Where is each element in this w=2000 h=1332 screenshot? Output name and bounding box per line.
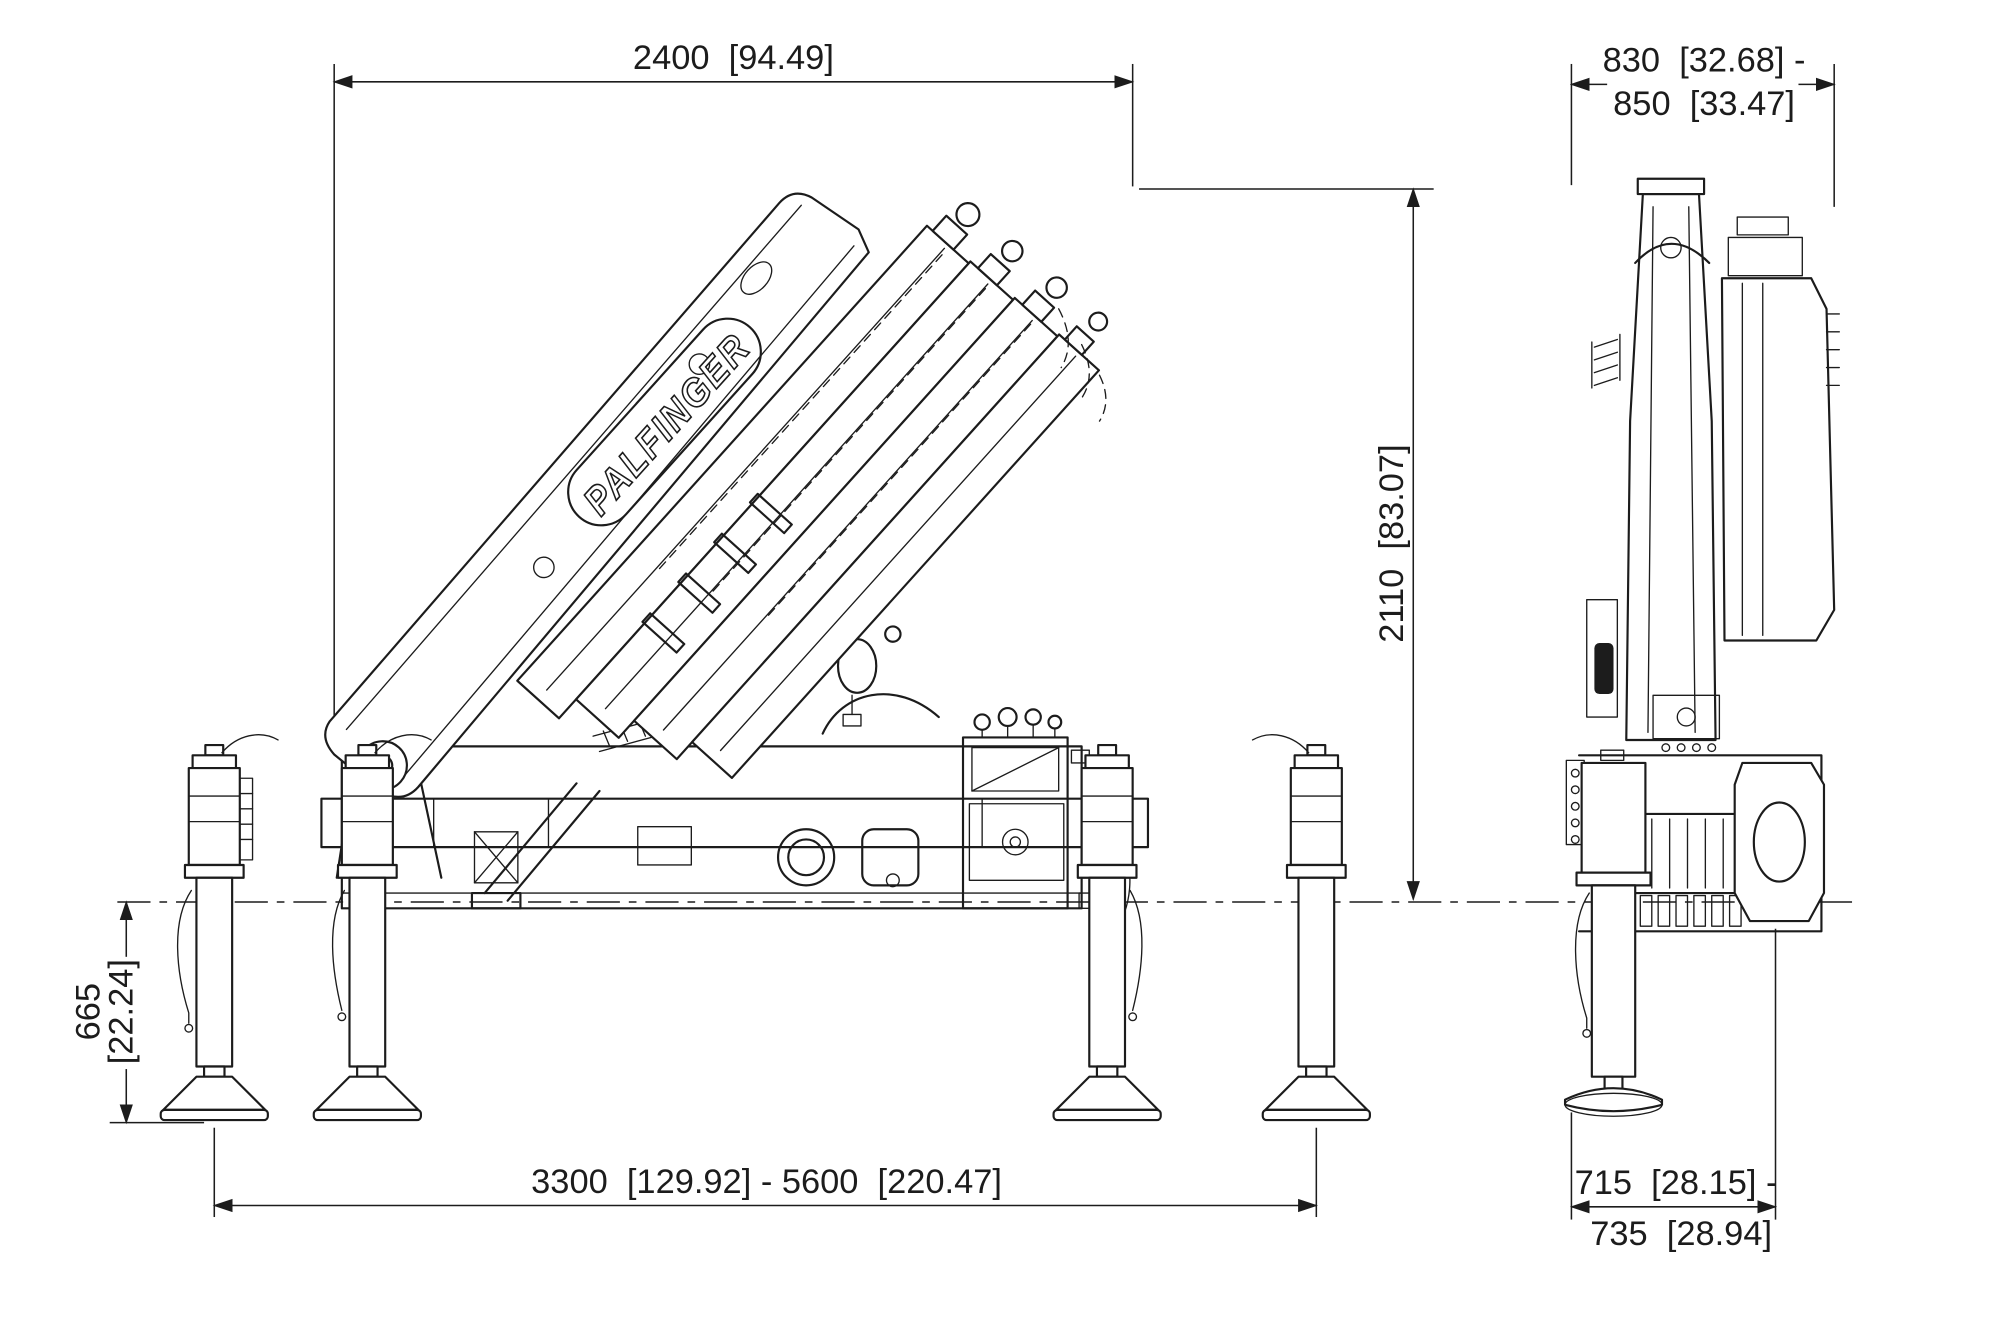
label-overall-height: 2110 [83.07]	[1373, 444, 1411, 642]
label-outrigger-span: 3300 [129.92] - 5600 [220.47]	[531, 1163, 1002, 1201]
crane-base-side	[320, 625, 1150, 938]
outrigger-leg-inner-right	[1052, 743, 1162, 1122]
dimension-lines	[109, 63, 1836, 1220]
label-top-width: 2400 [94.49]	[633, 39, 834, 77]
label-stabilizer-height-in: [22.24]	[103, 959, 141, 1064]
label-stabilizer-height-mm: 665	[69, 983, 107, 1040]
hanging-chains	[1058, 308, 1107, 422]
rear-outrigger-leg	[1563, 749, 1664, 1117]
label-rear-support-1: 715 [28.15] -	[1575, 1164, 1778, 1202]
label-rear-support-2: 735 [28.94]	[1590, 1215, 1772, 1253]
label-rear-width-1: 830 [32.68] -	[1603, 42, 1806, 80]
outrigger-leg-outer-left	[159, 734, 279, 1122]
rear-view	[1563, 177, 1840, 1117]
rear-dark-lever	[1594, 643, 1614, 695]
outrigger-leg-outer-right	[1251, 734, 1371, 1122]
dimension-labels: 2400 [94.49] 830 [32.68] - 850 [33.47] 2…	[69, 39, 1805, 1253]
label-rear-width-2: 850 [33.47]	[1613, 85, 1795, 123]
rear-valve-bank	[1632, 812, 1750, 927]
side-view: PALFINGER	[159, 192, 1371, 1122]
control-console	[961, 707, 1069, 910]
telescopic-sections	[516, 202, 1109, 779]
outrigger-leg-inner-left	[312, 734, 432, 1122]
